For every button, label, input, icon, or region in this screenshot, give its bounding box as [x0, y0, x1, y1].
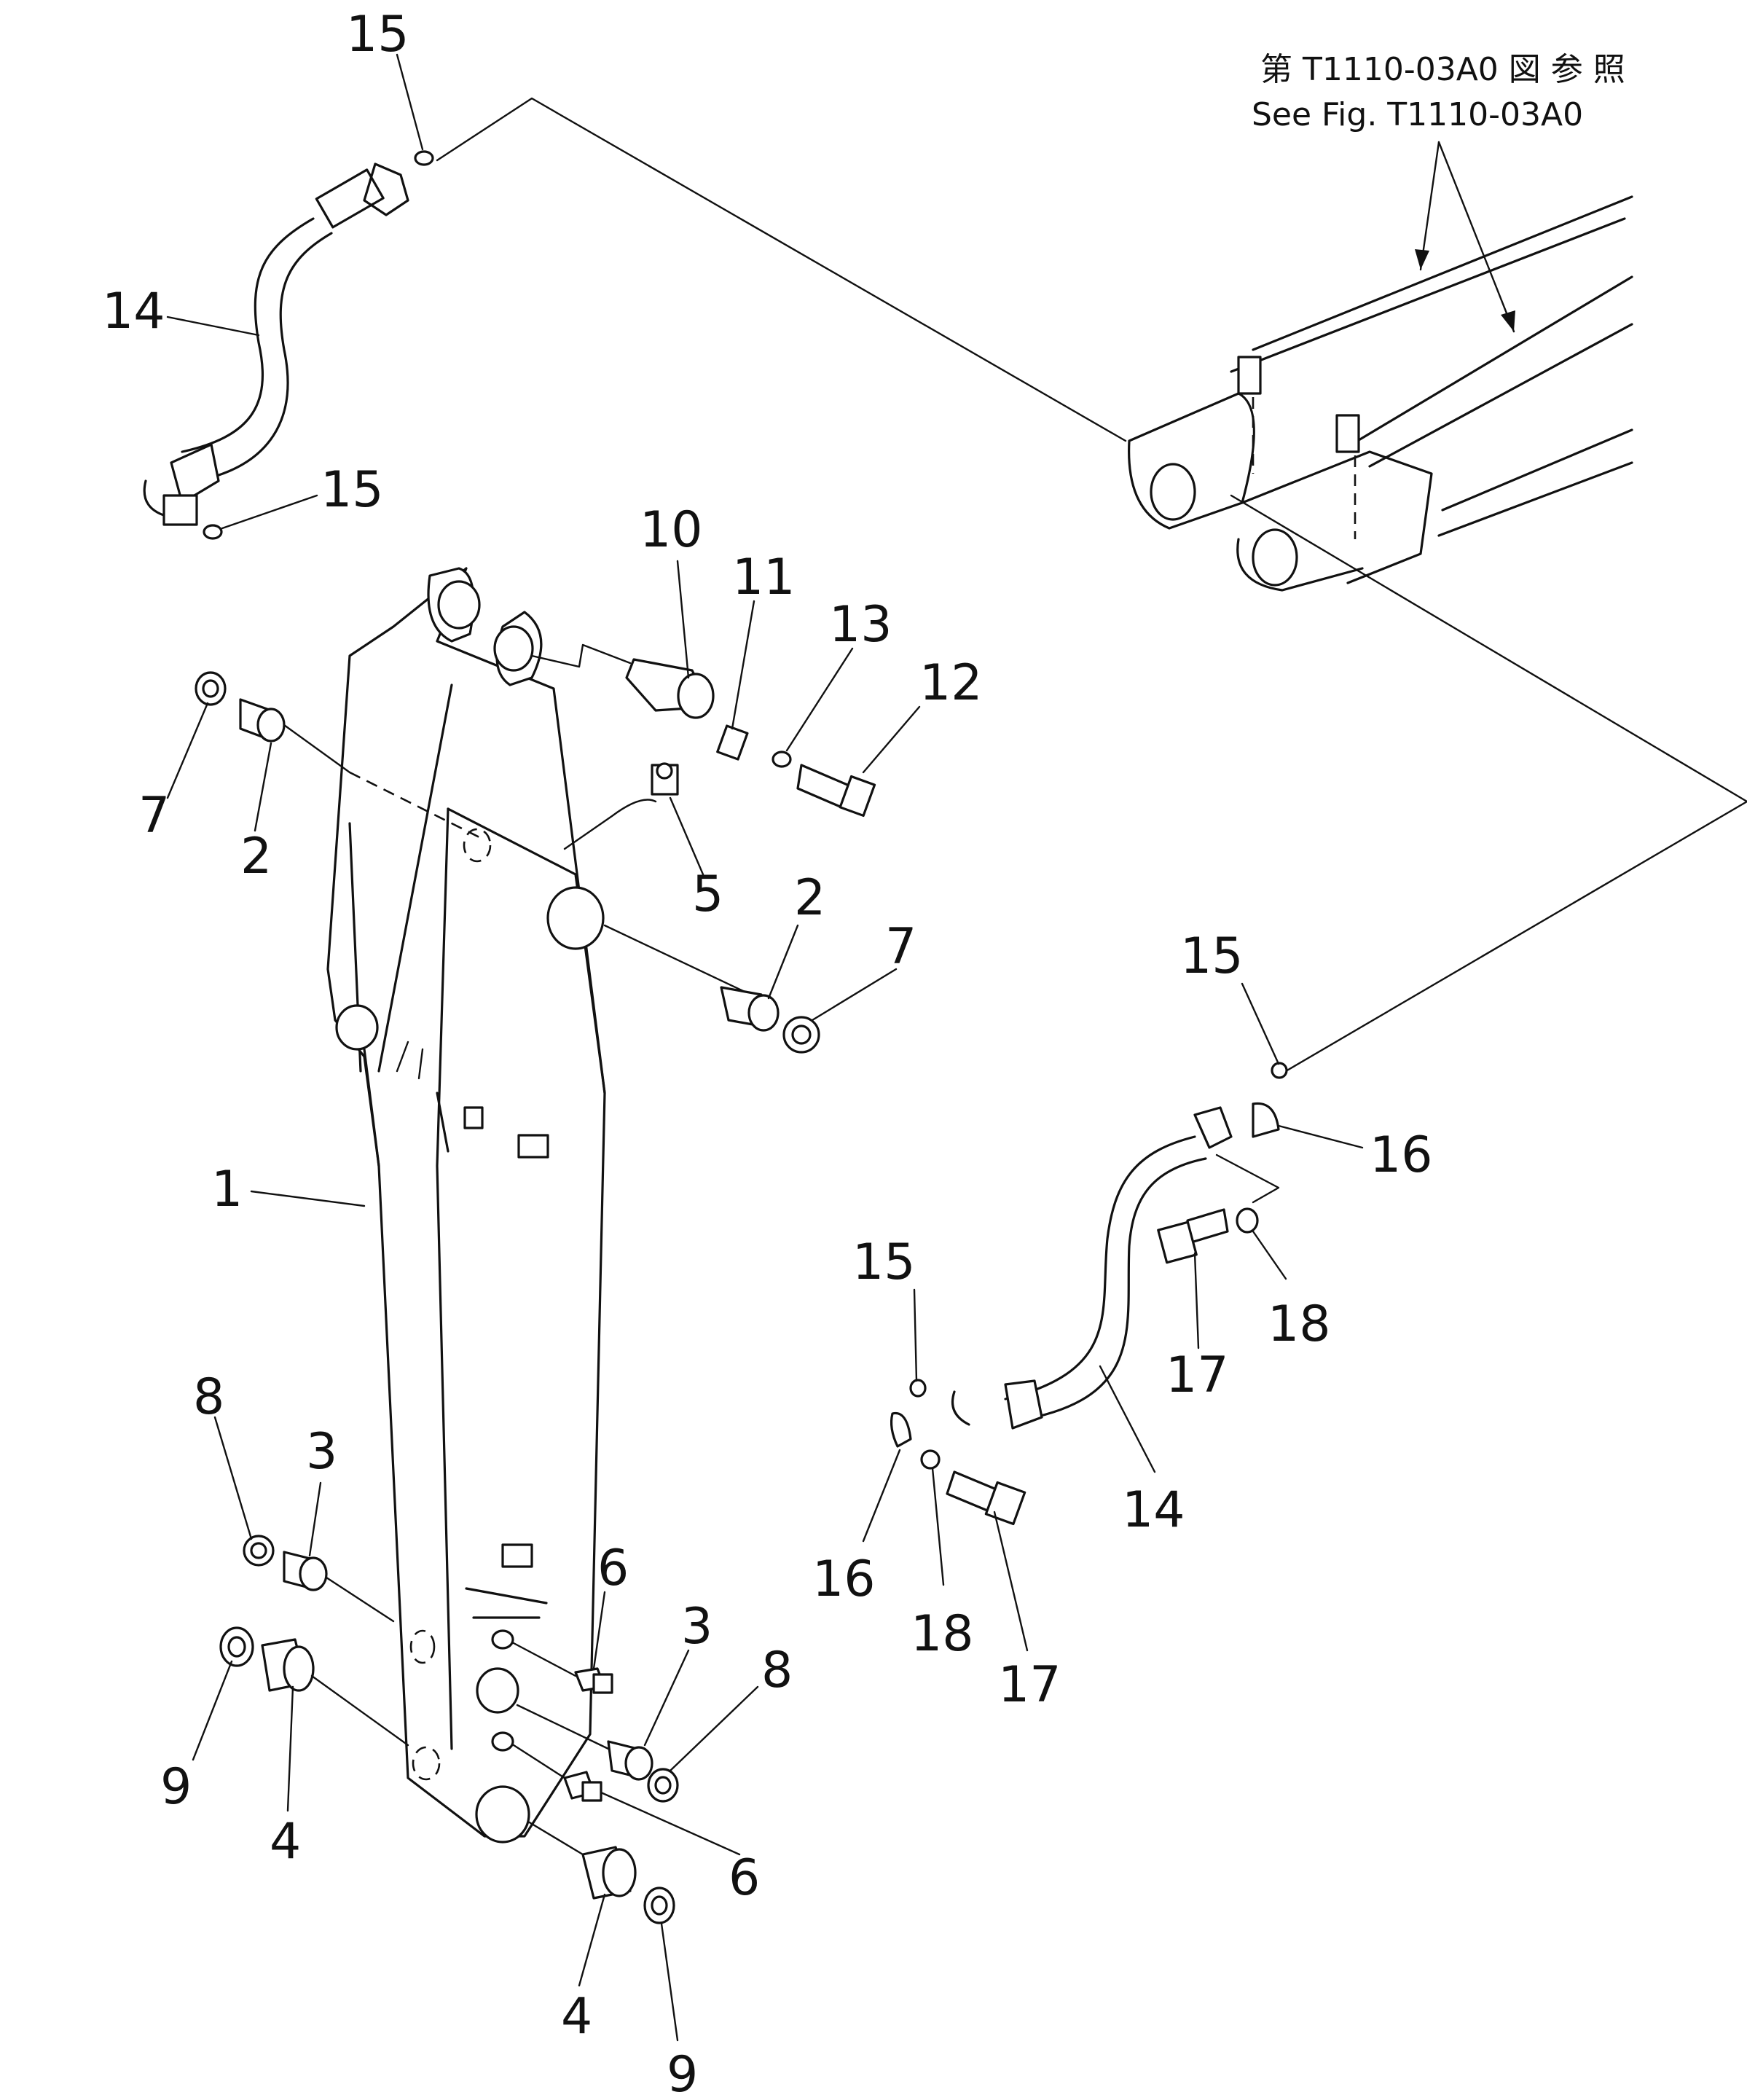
guide-line-upper — [436, 97, 1127, 442]
washer-18-lower — [920, 1449, 941, 1470]
grease-fitting-6-lower — [563, 1771, 602, 1802]
callout-15: 15 — [852, 1234, 916, 1291]
callout-9: 9 — [160, 1758, 192, 1816]
bolt-12 — [796, 764, 876, 818]
washer-18-upper — [1236, 1207, 1259, 1234]
upper-hydraulic-pipe — [143, 162, 409, 526]
reference-note-japanese: 第 T1110-03A0 図 参 照 — [1260, 51, 1625, 88]
callout-14: 14 — [102, 283, 165, 340]
callout-15: 15 — [346, 6, 409, 63]
callout-10: 10 — [640, 501, 703, 559]
o-ring-15-lower — [909, 1379, 927, 1398]
callout-3: 3 — [306, 1423, 337, 1481]
thrust-bushing-4-left — [261, 1638, 315, 1692]
seal-7-left — [195, 671, 227, 706]
callout-13: 13 — [829, 596, 892, 654]
split-flange-16-lower — [890, 1411, 912, 1448]
reference-arrows — [1415, 141, 1515, 333]
callout-14: 14 — [1122, 1481, 1185, 1539]
callout-2: 2 — [794, 869, 825, 927]
leader-lines — [166, 53, 1364, 2042]
split-flange-16-upper — [1252, 1102, 1280, 1138]
callout-15: 15 — [1180, 928, 1244, 985]
callout-4: 4 — [270, 1813, 301, 1870]
seal-8-left — [243, 1535, 275, 1567]
callout-1: 1 — [211, 1161, 243, 1218]
boom-outline — [1128, 195, 1633, 592]
seal-8-right — [647, 1768, 679, 1803]
callout-16: 16 — [812, 1551, 876, 1608]
seal-9-right — [643, 1887, 675, 1924]
grease-fitting-5 — [563, 762, 679, 850]
grease-fitting-6-upper — [574, 1667, 613, 1694]
callout-11: 11 — [732, 549, 796, 606]
guide-line-lower — [1230, 494, 1747, 1073]
callout-8: 8 — [761, 1642, 793, 1699]
callout-15: 15 — [321, 461, 384, 519]
callout-2: 2 — [240, 828, 272, 885]
callout-7: 7 — [885, 918, 916, 976]
seal-9-left — [219, 1626, 254, 1667]
callout-8: 8 — [193, 1368, 224, 1426]
seal-7-right — [782, 1016, 820, 1054]
lower-hydraulic-pipe — [951, 1106, 1233, 1430]
washer-13 — [772, 751, 792, 768]
thrust-bushing-4-right — [581, 1846, 637, 1900]
o-ring-15-right — [1271, 1062, 1288, 1079]
callout-17: 17 — [1166, 1347, 1229, 1404]
callout-5: 5 — [692, 866, 723, 923]
arm-body — [326, 567, 606, 1844]
o-ring-upper — [414, 150, 434, 166]
callout-16: 16 — [1370, 1127, 1433, 1184]
stopper-plate — [716, 724, 749, 761]
callout-7: 7 — [138, 787, 170, 845]
callout-9: 9 — [667, 2046, 698, 2100]
callout-labels: 15 14 15 10 11 13 12 7 2 5 2 7 1 15 16 1… — [102, 6, 1433, 2100]
callout-4: 4 — [561, 1988, 592, 2045]
callout-17: 17 — [998, 1656, 1061, 1714]
callout-6: 6 — [729, 1849, 760, 1907]
flange-guide — [1215, 1153, 1280, 1204]
foot-pin — [530, 643, 715, 719]
bolt-17-upper — [1157, 1208, 1229, 1264]
callout-12: 12 — [919, 654, 983, 712]
reference-note-english: See Fig. T1110-03A0 — [1252, 96, 1583, 133]
callout-6: 6 — [597, 1540, 629, 1597]
bolt-17-lower — [946, 1470, 1026, 1526]
callout-18: 18 — [1268, 1296, 1331, 1353]
callout-18: 18 — [911, 1605, 974, 1663]
o-ring-lower-left — [203, 524, 223, 540]
callout-3: 3 — [681, 1598, 712, 1656]
